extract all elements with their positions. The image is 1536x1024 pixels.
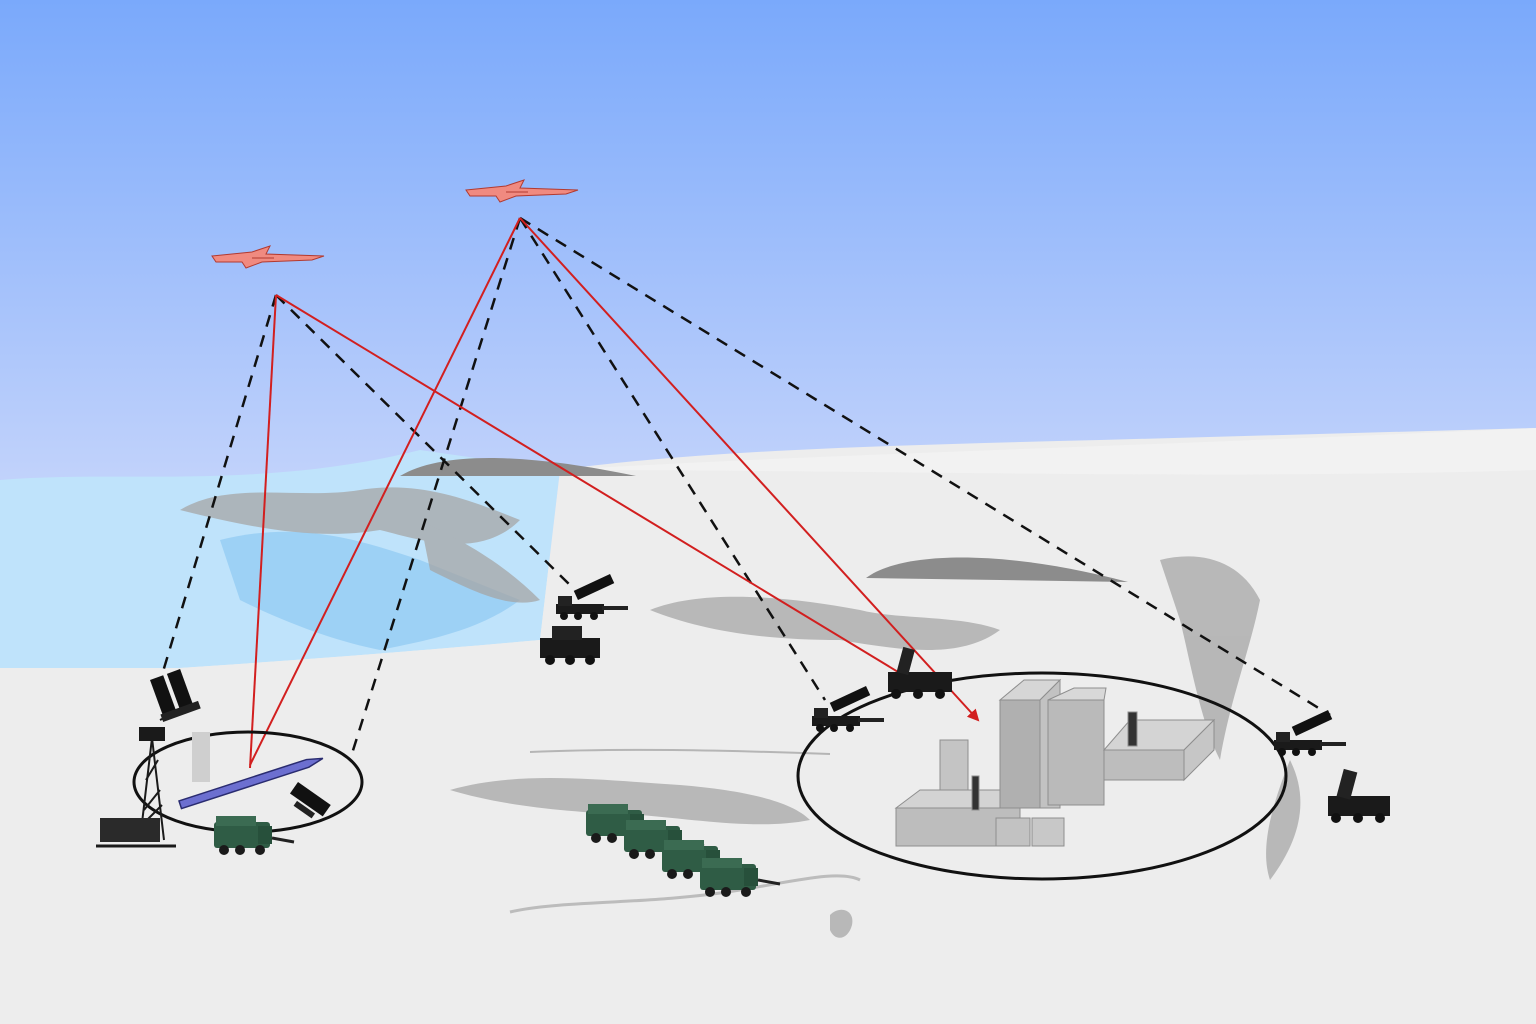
missile-icon — [178, 757, 324, 810]
ground — [0, 428, 1536, 1024]
datalink-line — [518, 217, 827, 701]
target-buildings — [894, 678, 1216, 847]
sea-shallows — [220, 531, 520, 650]
radar-vehicle-icon — [1328, 768, 1390, 823]
command-shelter-icon — [96, 818, 176, 848]
hill-far-left — [400, 458, 636, 476]
datalink-lines — [160, 216, 1331, 761]
radar-tower-icon — [139, 704, 191, 841]
datalink-line — [160, 294, 278, 676]
guidance-line — [249, 294, 277, 769]
datalink-line — [275, 294, 576, 591]
missile-launcher-icon — [289, 782, 331, 819]
terrain-contour — [529, 748, 831, 755]
building-icon — [1103, 749, 1185, 781]
missile-launcher-icon — [150, 669, 201, 723]
guidance-line — [275, 294, 909, 679]
target-area-ellipse — [796, 671, 1288, 881]
horizon-plain — [560, 428, 1536, 475]
guidance-arrow — [519, 217, 980, 722]
chimney-icon — [971, 775, 980, 811]
chimney-icon — [1127, 711, 1138, 747]
building-icon — [1047, 699, 1105, 806]
hill-far-right — [866, 557, 1128, 582]
building-icon — [999, 699, 1041, 809]
radar-vehicle-icon — [888, 646, 952, 699]
radar-vehicle-icon — [540, 626, 600, 665]
building-icon — [939, 739, 969, 791]
building-icon — [192, 732, 210, 782]
guidance-line — [249, 217, 521, 766]
datalink-line — [348, 217, 522, 761]
datalink-line — [519, 216, 1331, 717]
guidance-lines — [249, 217, 980, 769]
